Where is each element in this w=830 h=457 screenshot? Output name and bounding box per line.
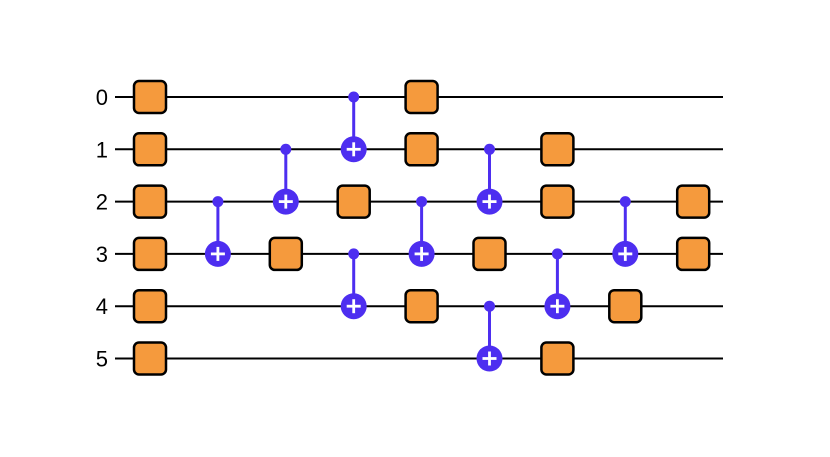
cnot-control-dot (348, 91, 360, 103)
single-qubit-gate (675, 184, 711, 219)
cnot-gate (476, 143, 503, 215)
cnot-control-dot (348, 248, 360, 260)
single-qubit-gate (268, 236, 304, 272)
qubit-label: 2 (96, 190, 108, 215)
single-qubit-gate (404, 132, 439, 167)
cnot-control-dot (484, 300, 495, 312)
cnot-gate (204, 196, 231, 267)
cnot-gate (476, 300, 503, 372)
single-qubit-gate (132, 132, 168, 167)
cnot-gate (612, 196, 639, 267)
single-qubit-gate (675, 236, 711, 272)
single-qubit-gate (472, 236, 507, 272)
cnot-control-dot (280, 143, 292, 155)
single-qubit-gate (404, 79, 439, 115)
single-qubit-gate (336, 184, 371, 219)
cnot-gate (408, 196, 435, 267)
cnot-control-dot (212, 196, 224, 208)
single-qubit-gate (132, 341, 168, 376)
single-qubit-gate (404, 288, 439, 324)
qubit-label: 0 (96, 85, 108, 110)
qubit-label: 4 (96, 294, 108, 319)
cnot-gate (544, 248, 571, 320)
qubit-label: 1 (96, 137, 108, 162)
circuit-gates (132, 79, 711, 376)
single-qubit-gate (132, 236, 168, 272)
single-qubit-gate (540, 132, 575, 167)
cnot-control-dot (484, 143, 495, 155)
cnot-gate (272, 143, 299, 215)
single-qubit-gate (608, 288, 643, 324)
single-qubit-gate (132, 184, 168, 219)
cnot-control-dot (619, 196, 631, 208)
cnot-control-dot (551, 248, 563, 260)
qubit-label: 3 (96, 242, 108, 267)
cnot-gate (340, 248, 367, 320)
single-qubit-gate (540, 341, 575, 376)
single-qubit-gate (540, 184, 575, 219)
cnot-control-dot (416, 196, 428, 208)
single-qubit-gate (132, 288, 168, 324)
cnot-gate (340, 91, 367, 163)
qubit-label: 5 (96, 347, 108, 372)
qubit-labels: 0 1 2 3 4 5 (96, 85, 108, 372)
single-qubit-gate (132, 79, 168, 115)
